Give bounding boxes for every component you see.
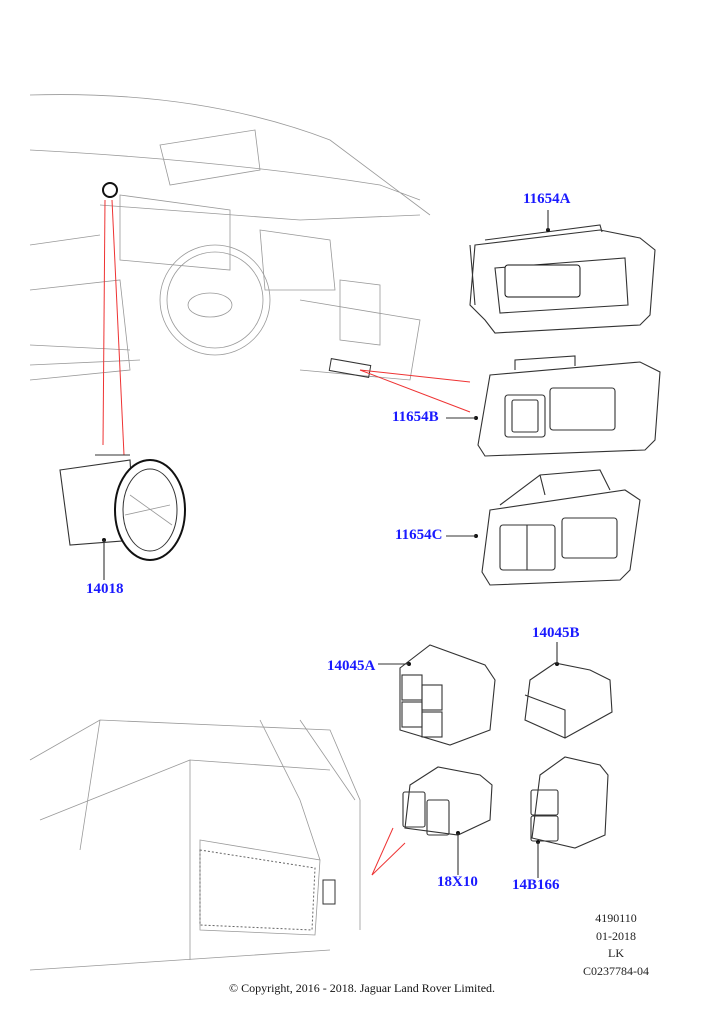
part-label-11654B[interactable]: 11654B <box>392 409 439 425</box>
illustration-reference: C0237784-04 <box>583 963 649 978</box>
part-14B166-drawing <box>530 756 609 878</box>
part-11654B-drawing <box>446 355 661 457</box>
part-label-14045A[interactable]: 14045A <box>327 658 376 674</box>
part-14045B-drawing <box>524 642 613 739</box>
part-label-18X10[interactable]: 18X10 <box>437 874 478 890</box>
part-label-11654A[interactable]: 11654A <box>523 191 571 207</box>
cargo-area-illustration <box>29 719 406 971</box>
part-label-14045B[interactable]: 14045B <box>532 625 580 641</box>
part-11654C-drawing <box>446 469 641 586</box>
illustration-date: 01-2018 <box>596 928 636 943</box>
illustration-number: 4190110 <box>595 911 637 925</box>
illustration-meta: 4190110 01-2018 LK C0237784-04 <box>561 910 671 980</box>
part-label-14018[interactable]: 14018 <box>86 581 124 597</box>
part-18X10-drawing <box>402 766 493 875</box>
illustration-code: LK <box>608 946 624 960</box>
part-label-14B166[interactable]: 14B166 <box>512 877 560 893</box>
part-label-11654C[interactable]: 11654C <box>395 527 443 543</box>
part-14045A-drawing <box>378 644 496 746</box>
part-11654A-drawing <box>469 210 656 334</box>
part-14018-drawing <box>59 454 186 580</box>
copyright-notice: © Copyright, 2016 - 2018. Jaguar Land Ro… <box>228 981 496 995</box>
dashboard-illustration <box>29 94 471 456</box>
